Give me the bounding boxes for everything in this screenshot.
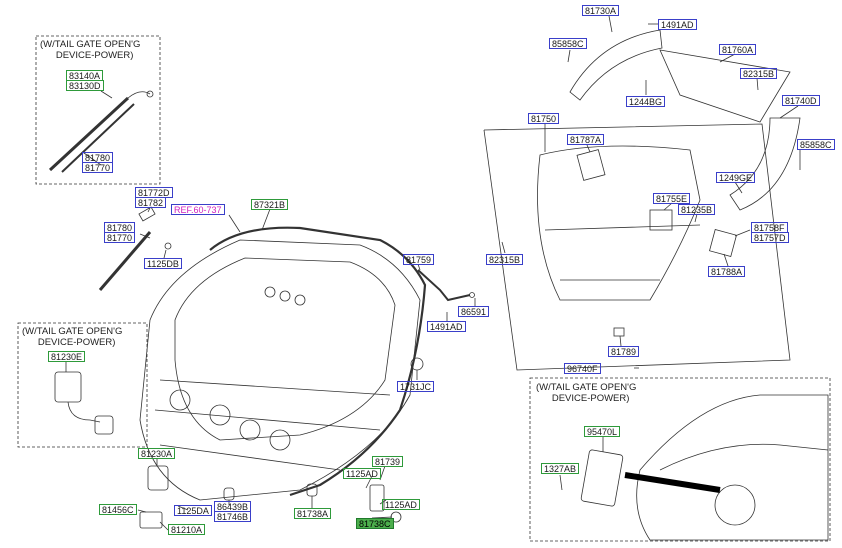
tailgate-window-opening	[174, 257, 396, 441]
part-label-1491AD[interactable]: 1491AD	[658, 19, 697, 30]
part-label-1125DB[interactable]: 1125DB	[144, 258, 182, 269]
note-box-mid-left	[17, 322, 148, 448]
part-label-81787A[interactable]: 81787A	[567, 134, 605, 145]
part-label-1125AD-b[interactable]: 1125AD	[382, 499, 420, 510]
part-label-81782[interactable]: 81782	[135, 197, 167, 208]
part-label-81230A[interactable]: 81230A	[138, 448, 176, 459]
part-label-1327AB[interactable]: 1327AB	[541, 463, 580, 474]
part-label-81739[interactable]: 81739	[372, 456, 404, 467]
part-label-81760A[interactable]: 81760A	[719, 44, 757, 55]
part-label-1491AD-b[interactable]: 1491AD	[427, 321, 466, 332]
part-label-81235B[interactable]: 81235B	[678, 204, 716, 215]
part-label-1731JC[interactable]: 1731JC	[397, 381, 435, 392]
latch-actuator	[54, 371, 82, 403]
part-label-87321B[interactable]: 87321B	[251, 199, 289, 210]
car-rear-illustration	[636, 394, 829, 541]
note-box-top-left	[35, 35, 161, 185]
part-label-1244BG[interactable]: 1244BG	[626, 96, 666, 107]
part-label-1249GE[interactable]: 1249GE	[716, 172, 756, 183]
part-label-81770-b[interactable]: 81770	[104, 232, 136, 243]
part-label-81770[interactable]: 81770	[82, 162, 114, 173]
part-label-81730A[interactable]: 81730A	[582, 5, 620, 16]
part-label-83130D[interactable]: 83130D	[66, 80, 104, 91]
garnish-upper	[659, 49, 791, 123]
part-label-96740F[interactable]: 96740F	[564, 363, 601, 374]
part-label-81757D[interactable]: 81757D	[751, 232, 789, 243]
part-label-95470L[interactable]: 95470L	[584, 426, 621, 437]
part-label-81755E[interactable]: 81755E	[653, 193, 691, 204]
tailgate-outer	[139, 239, 421, 501]
strut-upper-left	[48, 96, 130, 172]
side-trim-right	[729, 117, 801, 211]
ref-label[interactable]: REF.60-737	[171, 204, 225, 215]
part-label-82315B[interactable]: 82315B	[740, 68, 778, 79]
note-box-bottom-right	[529, 377, 831, 542]
part-label-82315B-b[interactable]: 82315B	[486, 254, 524, 265]
part-label-85858C-b[interactable]: 85858C	[797, 139, 835, 150]
part-label-81738A[interactable]: 81738A	[294, 508, 332, 519]
spoiler-cover	[569, 29, 663, 101]
part-label-85858C[interactable]: 85858C	[549, 38, 587, 49]
latch-81230A	[147, 465, 169, 491]
inner-trim	[537, 145, 701, 301]
part-label-1125DA[interactable]: 1125DA	[174, 505, 212, 516]
note-mid-left: (W/TAIL GATE OPEN'G DEVICE-POWER)	[22, 326, 123, 348]
part-label-81789[interactable]: 81789	[608, 346, 640, 357]
trim-panel-outline	[483, 123, 791, 371]
part-label-81788A[interactable]: 81788A	[708, 266, 746, 277]
part-label-81759[interactable]: 81759	[403, 254, 435, 265]
part-label-81746B[interactable]: 81746B	[214, 511, 252, 522]
part-label-81738C[interactable]: 81738C	[356, 518, 394, 529]
part-label-81456C[interactable]: 81456C	[99, 504, 137, 515]
part-label-1125AD[interactable]: 1125AD	[343, 468, 381, 479]
note-top-left: (W/TAIL GATE OPEN'G DEVICE-POWER)	[40, 39, 141, 61]
part-label-81230E[interactable]: 81230E	[48, 351, 86, 362]
weatherstrip	[209, 226, 427, 497]
part-label-81740D[interactable]: 81740D	[782, 95, 820, 106]
strut-mid-left	[98, 231, 152, 291]
power-module	[580, 449, 624, 507]
striker-81739	[369, 484, 385, 512]
part-label-81210A[interactable]: 81210A	[168, 524, 206, 535]
note-bottom-right: (W/TAIL GATE OPEN'G DEVICE-POWER)	[536, 382, 637, 404]
part-label-81750[interactable]: 81750	[528, 113, 560, 124]
part-label-86591[interactable]: 86591	[458, 306, 490, 317]
vent-grille	[576, 149, 606, 181]
